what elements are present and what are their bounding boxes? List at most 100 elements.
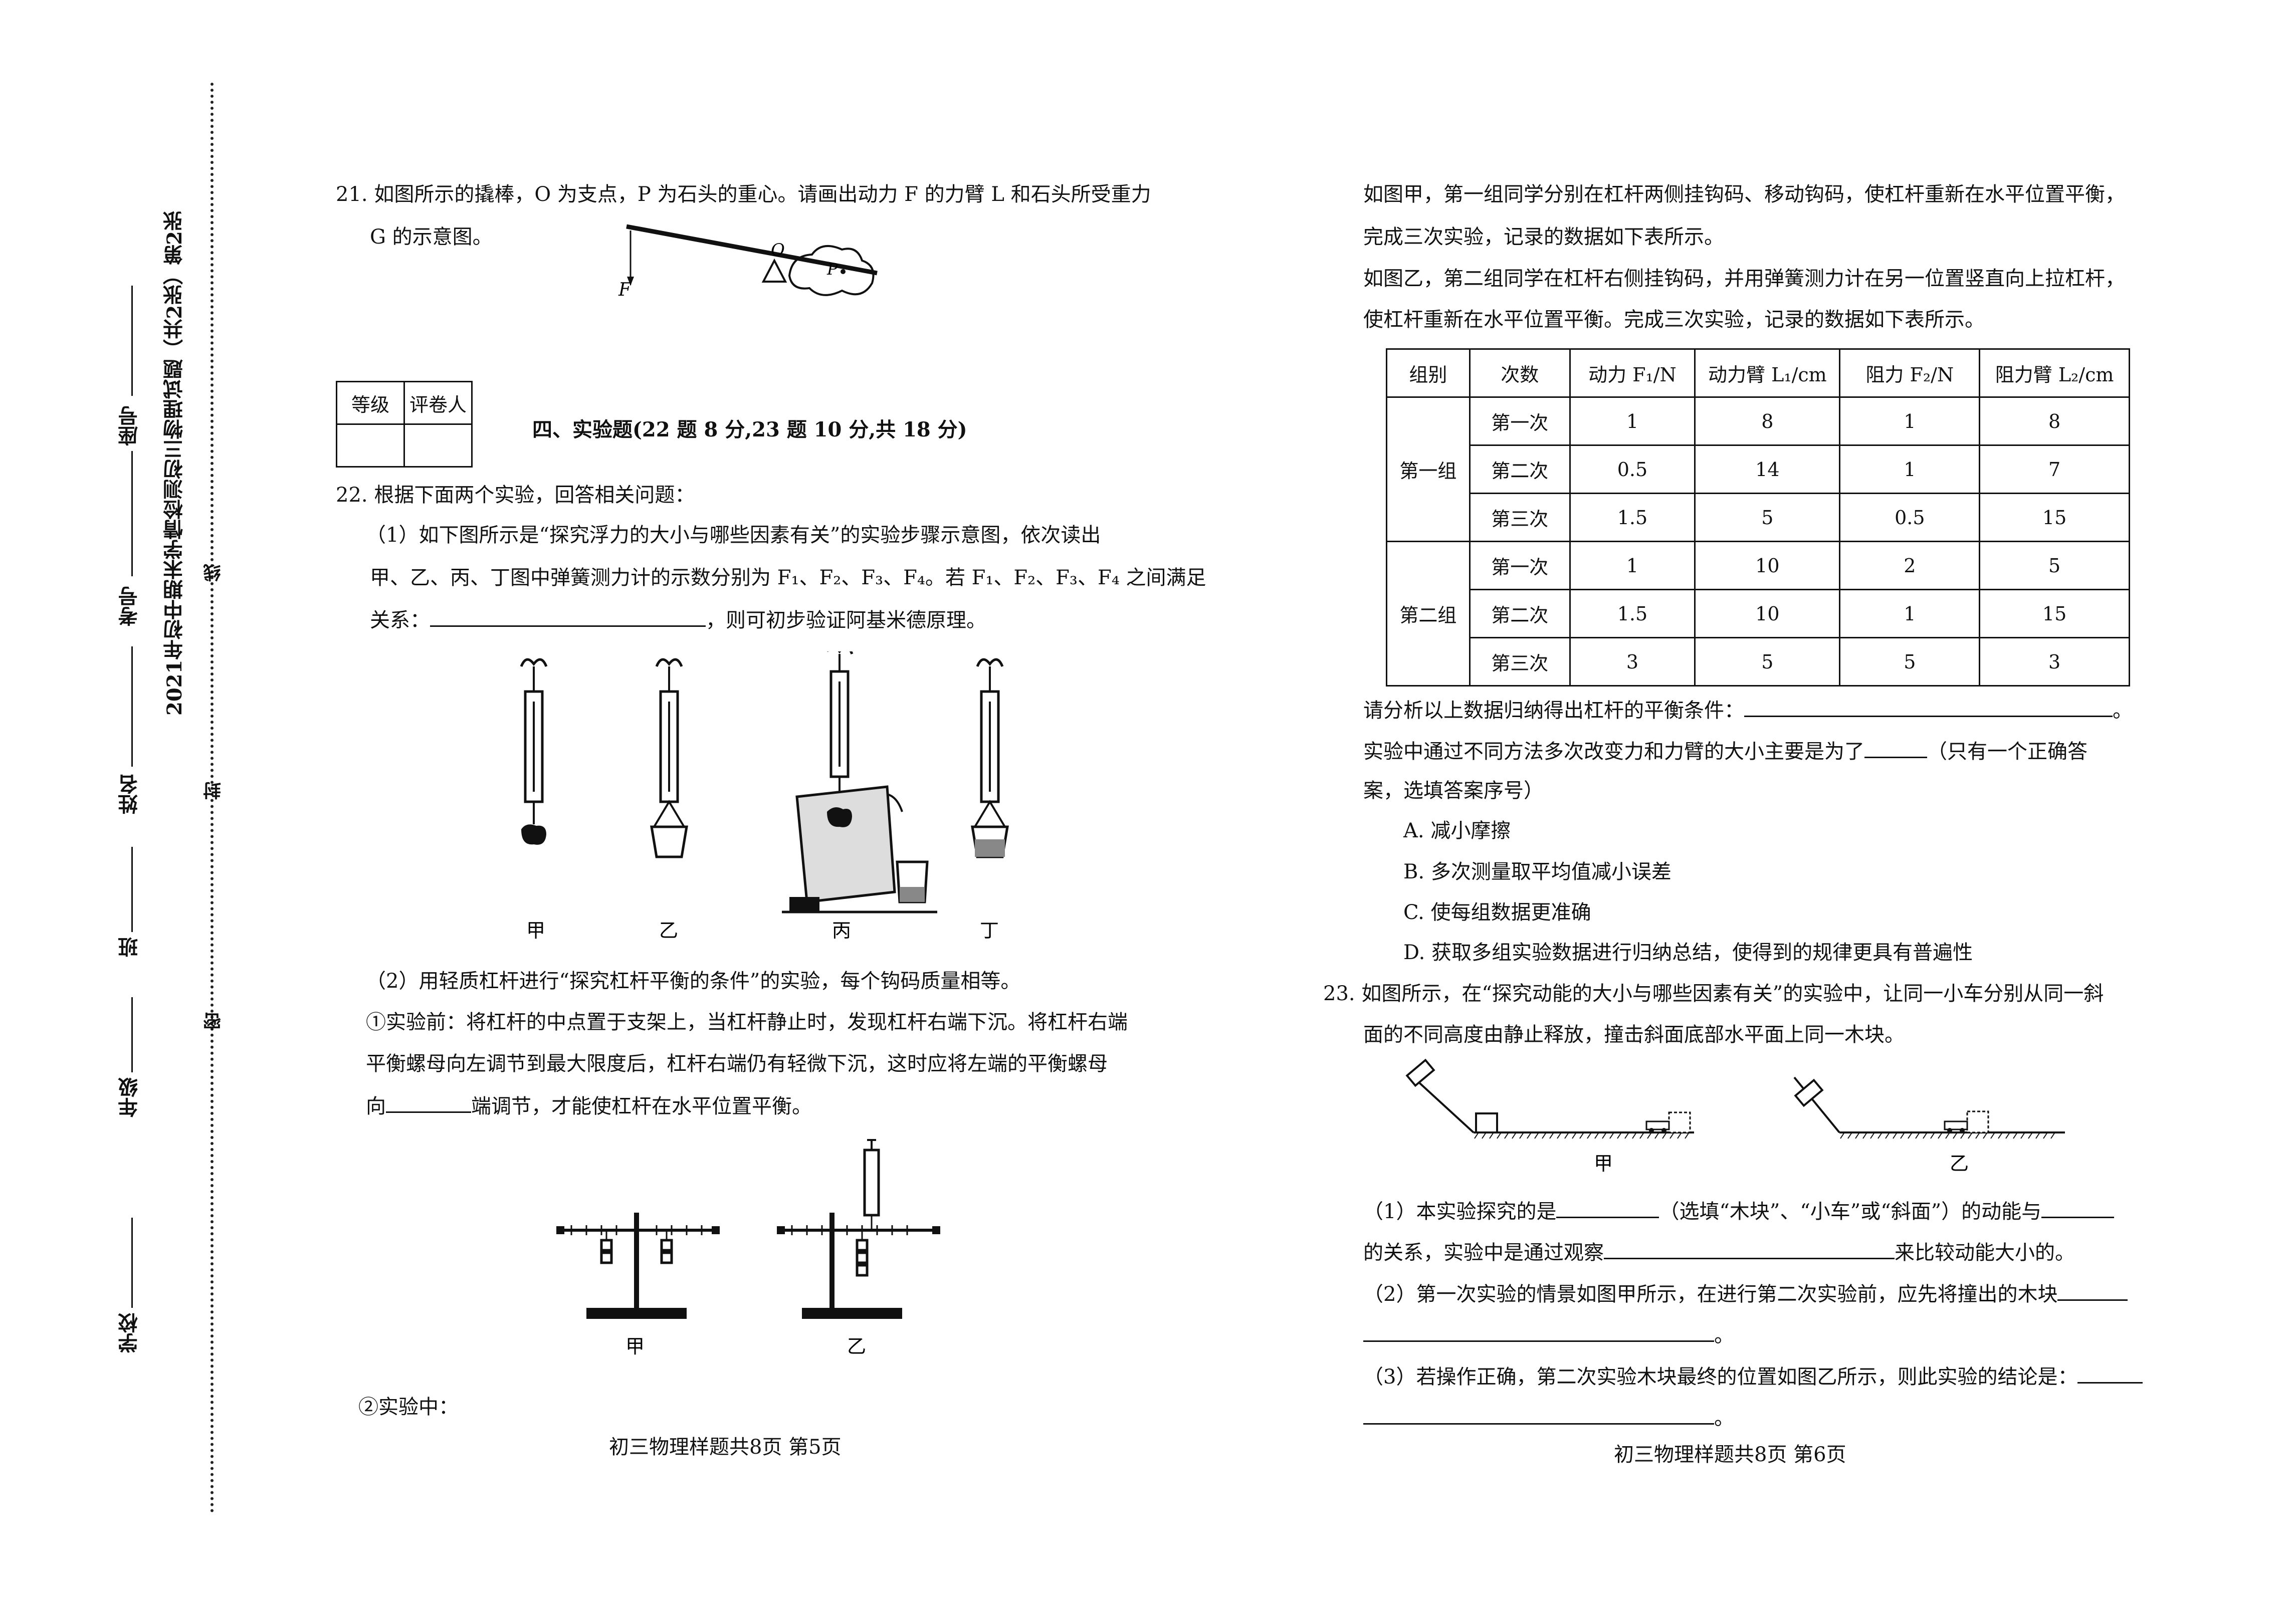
seat-blank bbox=[131, 286, 133, 396]
balance-condition-blank[interactable] bbox=[1744, 696, 2113, 717]
table-cell: 第二次 bbox=[1469, 444, 1571, 494]
q23-s1d: 来比较动能大小的。 bbox=[1895, 1241, 2075, 1264]
direction-blank[interactable] bbox=[386, 1091, 471, 1113]
lever-label-jia: 甲 bbox=[625, 1335, 645, 1357]
q22-p2-line3: 平衡螺母向左调节到最大限度后，杠杆右端仍有轻微下沉，这时应将左端的平衡螺母 bbox=[366, 1052, 1108, 1075]
label-P: P bbox=[826, 260, 838, 279]
seal-mi: 密 bbox=[203, 1012, 224, 1030]
purpose-blank[interactable] bbox=[1864, 737, 1927, 758]
scale-ding bbox=[971, 658, 1009, 858]
table-cell: 第三次 bbox=[1469, 637, 1571, 687]
right-intro2: 完成三次实验，记录的数据如下表所示。 bbox=[1363, 225, 1724, 249]
q22-p2-line2: ①实验前：将杠杆的中点置于支架上，当杠杆静止时，发现杠杆右端下沉。将杠杆右端 bbox=[366, 1011, 1128, 1034]
grader-cell[interactable] bbox=[403, 423, 473, 468]
q23-s2-line2: 。 bbox=[1363, 1320, 1734, 1349]
analysis-line: 请分析以上数据归纳得出杠杆的平衡条件： 。 bbox=[1363, 696, 2133, 725]
observe-blank[interactable] bbox=[1604, 1238, 1895, 1259]
table-cell: 3 bbox=[1569, 637, 1696, 687]
q23-s3-line2: 。 bbox=[1363, 1403, 1734, 1432]
q23-s1c: 的关系，实验中是通过观察 bbox=[1363, 1241, 1604, 1264]
q22-p1-line3: 关系：，则可初步验证阿基米德原理。 bbox=[370, 605, 986, 634]
table-row: 第二次 0.5 14 1 7 bbox=[1387, 444, 2130, 494]
incline-label-yi: 乙 bbox=[1950, 1153, 1969, 1175]
right-footer: 初三物理样题共8页 第6页 bbox=[1614, 1443, 1846, 1466]
label-yi: 乙 bbox=[659, 920, 678, 942]
scale-yi bbox=[650, 658, 688, 858]
conclusion-blank-2[interactable] bbox=[1363, 1403, 1714, 1425]
binding-dotted-line bbox=[211, 83, 214, 1513]
th-group: 组别 bbox=[1386, 348, 1471, 398]
q22-p1-line1: （1）如下图所示是“探究浮力的大小与哪些因素有关”的实验步骤示意图，依次读出 bbox=[366, 524, 1101, 547]
table-cell: 10 bbox=[1694, 541, 1841, 590]
q23-s2-line1: （2）第一次实验的情景如图甲所示，在进行第二次实验前，应先将撞出的木块 bbox=[1363, 1279, 2128, 1308]
q22-p1-line3a: 关系： bbox=[370, 609, 430, 632]
q23-s2a: （2）第一次实验的情景如图甲所示，在进行第二次实验前，应先将撞出的木块 bbox=[1363, 1283, 2058, 1306]
school-blank bbox=[131, 1218, 133, 1308]
section-four-title: 四、实验题(22 题 8 分,23 题 10 分,共 18 分) bbox=[532, 418, 967, 441]
grade-cell[interactable] bbox=[336, 423, 405, 468]
table-cell: 1 bbox=[1569, 541, 1696, 590]
object-blank[interactable] bbox=[1556, 1197, 1659, 1218]
table-row: 第二次 1.5 10 1 15 bbox=[1387, 589, 2130, 638]
analysis-a: 请分析以上数据归纳得出杠杆的平衡条件： bbox=[1363, 699, 1744, 722]
group2-cell: 第二组 bbox=[1386, 541, 1471, 687]
relation-blank[interactable] bbox=[430, 605, 706, 627]
seal-feng: 封 bbox=[203, 782, 224, 800]
exam-no-blank bbox=[131, 451, 133, 576]
right-intro4: 使杠杆重新在水平位置平衡。完成三次实验，记录的数据如下表所示。 bbox=[1363, 308, 1985, 331]
scale-bing bbox=[782, 651, 937, 913]
conclusion-blank[interactable] bbox=[2077, 1362, 2143, 1384]
label-O: O bbox=[771, 240, 785, 260]
table-cell: 8 bbox=[1694, 396, 1841, 446]
right-intro1: 如图甲，第一组同学分别在杠杆两侧挂钩码、移动钩码，使杠杆重新在水平位置平衡， bbox=[1363, 183, 2125, 206]
purpose1a: 实验中通过不同方法多次改变力和力臂的大小主要是为了 bbox=[1363, 740, 1864, 763]
table-cell: 14 bbox=[1694, 444, 1841, 494]
group1-cell: 第一组 bbox=[1386, 396, 1471, 542]
analysis-b: 。 bbox=[2113, 699, 2133, 722]
label-jia: 甲 bbox=[526, 920, 545, 942]
table-cell: 0.5 bbox=[1569, 444, 1696, 494]
q21-line2: G 的示意图。 bbox=[370, 225, 493, 249]
table-cell: 5 bbox=[1694, 637, 1841, 687]
incline-yi: 乙 bbox=[1793, 1076, 2065, 1175]
block-action-blank-2[interactable] bbox=[1363, 1320, 1714, 1342]
seal-xian: 线 bbox=[203, 564, 224, 582]
grade-col2: 评卷人 bbox=[403, 381, 473, 425]
q23-s2b: 。 bbox=[1714, 1324, 1734, 1347]
table-cell: 5 bbox=[1694, 493, 1841, 542]
label-F: F bbox=[618, 280, 632, 300]
lever-jia: 甲 bbox=[556, 1213, 720, 1357]
label-class: 班 bbox=[118, 937, 141, 957]
incline-jia: 甲 bbox=[1405, 1058, 1694, 1175]
table-cell: 15 bbox=[1979, 589, 2130, 638]
table-cell: 1 bbox=[1839, 589, 1981, 638]
table-cell: 第三次 bbox=[1469, 493, 1571, 542]
q23-s1b: （选填“木块”、“小车”或“斜面”）的动能与 bbox=[1659, 1200, 2042, 1223]
incline-label-jia: 甲 bbox=[1594, 1153, 1613, 1175]
table-cell: 10 bbox=[1694, 589, 1841, 638]
table-cell: 1 bbox=[1839, 396, 1981, 446]
q23-s3-line1: （3）若操作正确，第二次实验木块最终的位置如图乙所示，则此实验的结论是： bbox=[1363, 1362, 2143, 1391]
grade-box: 等级评卷人 bbox=[336, 381, 473, 468]
table-cell: 1.5 bbox=[1569, 493, 1696, 542]
q22-p2-line4: 向端调节，才能使杠杆在水平位置平衡。 bbox=[366, 1091, 812, 1120]
q22-p2-line4a: 向 bbox=[366, 1095, 386, 1118]
crowbar-figure: F O P bbox=[618, 224, 878, 300]
block-action-blank[interactable] bbox=[2057, 1279, 2128, 1301]
factor-blank[interactable] bbox=[2041, 1197, 2115, 1218]
purpose1b: （只有一个正确答 bbox=[1927, 740, 2088, 763]
lever-yi: 乙 bbox=[777, 1139, 940, 1357]
binding-title: 2021年初中期末学情检测初三物理试题（共2张）第2张 bbox=[163, 211, 186, 716]
table-row: 第一组 第一次 1 8 1 8 bbox=[1386, 396, 2130, 542]
table-cell: 0.5 bbox=[1839, 493, 1981, 542]
table-cell: 1 bbox=[1569, 396, 1696, 446]
table-cell: 第二次 bbox=[1469, 589, 1571, 638]
table-row: 第三次 1.5 5 0.5 15 bbox=[1387, 493, 2130, 542]
incline-figure: 甲 乙 bbox=[1405, 1058, 2065, 1175]
option-a: A. 减小摩擦 bbox=[1403, 819, 1511, 842]
table-cell: 1.5 bbox=[1569, 589, 1696, 638]
buoyancy-figure: 甲 乙 丙 丁 bbox=[520, 651, 1009, 942]
table-cell: 5 bbox=[1979, 541, 2130, 590]
q23-s3b: 。 bbox=[1714, 1407, 1734, 1430]
label-grade: 年级 bbox=[118, 1077, 141, 1117]
